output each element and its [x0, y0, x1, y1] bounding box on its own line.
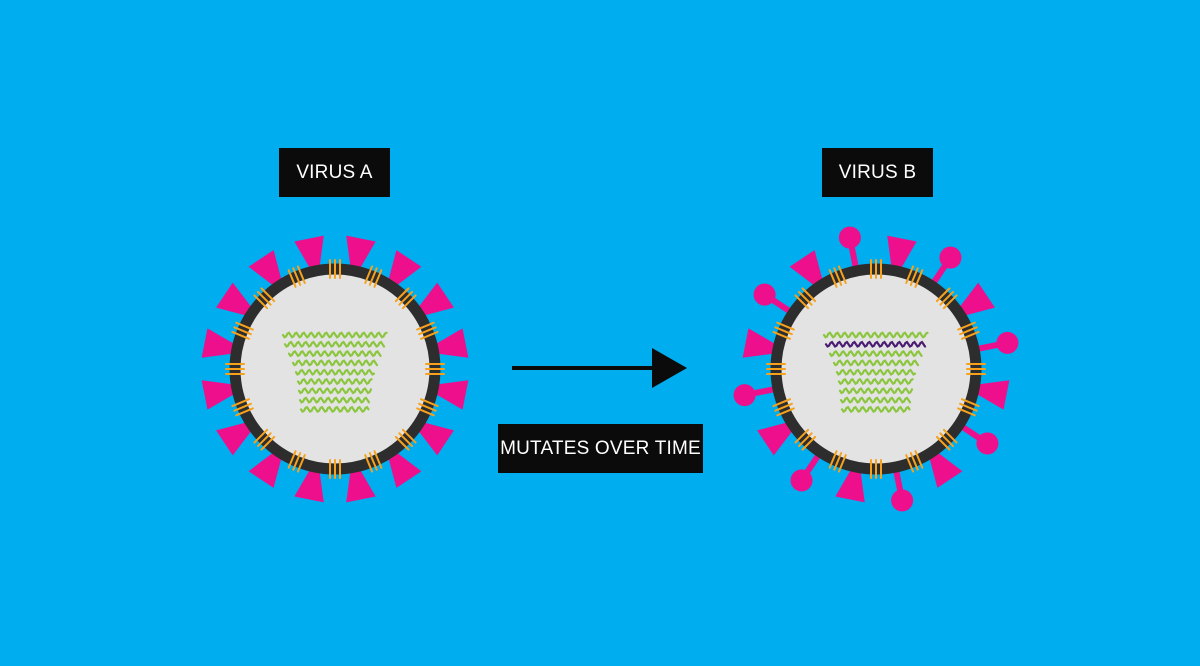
rna-strand: [837, 377, 914, 386]
membrane-protein: [231, 321, 254, 340]
spike-protein: [248, 250, 284, 290]
spike-protein: [346, 464, 376, 503]
mutated-rna-strand: [824, 340, 927, 348]
membrane-protein: [329, 259, 341, 279]
spike-protein: [430, 328, 469, 358]
virus-a-label: VIRUS A: [279, 148, 390, 197]
mutation-label: MUTATES OVER TIME: [498, 424, 703, 473]
membrane-protein: [828, 450, 847, 473]
membrane-protein: [935, 428, 958, 451]
rna-strand: [297, 387, 373, 395]
spike-protein: [955, 282, 995, 318]
virus-b-icon: [733, 226, 1019, 512]
spike-protein: [789, 250, 825, 290]
virus-b-label: VIRUS B: [822, 148, 933, 197]
membrane-protein: [957, 398, 980, 417]
rna-strand: [840, 405, 911, 414]
rna-strand: [294, 368, 376, 376]
membrane-protein: [394, 428, 417, 451]
membrane-protein: [329, 459, 341, 479]
rna-strand: [835, 368, 917, 376]
spike-protein: [742, 328, 781, 358]
spike-protein: [414, 282, 454, 318]
membrane-protein: [287, 265, 306, 288]
spike-protein: [294, 235, 324, 274]
arrow-right-icon: [512, 348, 687, 388]
membrane-protein: [905, 265, 924, 288]
membrane-protein: [794, 428, 817, 451]
rna-strand: [281, 331, 388, 339]
spike-protein: [386, 250, 422, 290]
spike-protein: [216, 282, 256, 318]
rna-strand: [299, 405, 370, 414]
virus-a-icon: [201, 235, 469, 503]
membrane-protein: [394, 287, 417, 310]
spike-protein: [346, 235, 376, 274]
membrane-protein: [772, 398, 795, 417]
spike-protein: [386, 448, 422, 488]
spike-protein: [201, 328, 240, 358]
membrane-protein: [253, 287, 276, 310]
membrane-protein: [225, 363, 245, 375]
membrane-protein: [364, 265, 383, 288]
spike-protein: [757, 420, 797, 456]
membrane-protein: [416, 321, 439, 340]
spike-protein: [294, 464, 324, 503]
membrane-protein: [957, 321, 980, 340]
rna-strand: [296, 377, 373, 386]
rna-strand: [283, 340, 386, 348]
spike-protein: [927, 448, 963, 488]
membrane-protein: [231, 398, 254, 417]
spike-protein: [414, 420, 454, 456]
spike-protein: [216, 420, 256, 456]
rna-strand: [828, 349, 923, 358]
rna-strand: [839, 396, 912, 404]
membrane-protein: [766, 363, 786, 375]
membrane-protein: [966, 363, 986, 375]
rna-strand: [822, 331, 929, 339]
membrane-protein: [416, 398, 439, 417]
spike-protein: [201, 380, 240, 410]
rna-strand: [298, 396, 371, 404]
membrane-protein: [935, 287, 958, 310]
membrane-protein: [794, 287, 817, 310]
rna-strand: [287, 349, 382, 358]
spike-protein: [835, 464, 865, 503]
membrane-protein: [905, 450, 924, 473]
membrane-protein: [425, 363, 445, 375]
spike-protein: [248, 448, 284, 488]
membrane-protein: [828, 265, 847, 288]
membrane-protein: [870, 459, 882, 479]
membrane-protein: [870, 259, 882, 279]
membrane-protein: [772, 321, 795, 340]
spike-protein: [430, 380, 469, 410]
membrane-protein: [364, 450, 383, 473]
rna-strand: [838, 387, 914, 395]
rna-strand: [832, 359, 920, 367]
spike-protein: [887, 235, 917, 274]
membrane-protein: [287, 450, 306, 473]
rna-strand: [291, 359, 379, 367]
spike-protein: [971, 380, 1010, 410]
arrow-head: [652, 348, 687, 388]
membrane-protein: [253, 428, 276, 451]
